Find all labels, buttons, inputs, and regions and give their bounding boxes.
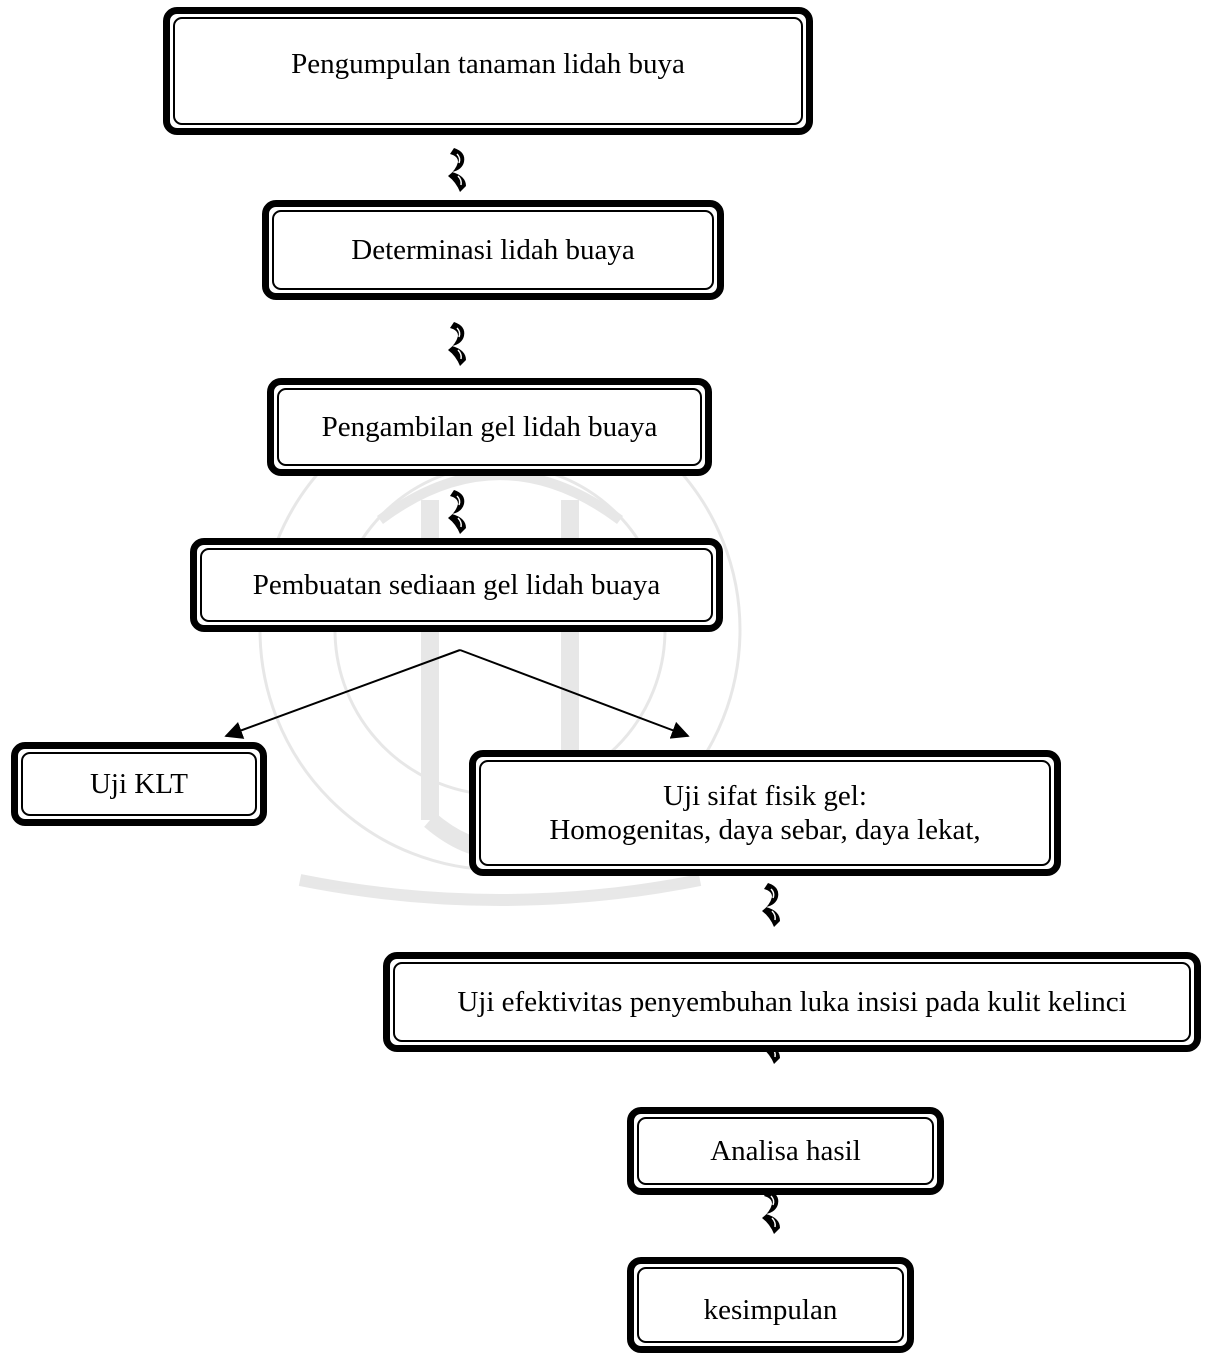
- curly-arrow-4-icon: [761, 882, 781, 928]
- step-determinasi-box: Determinasi lidah buaya: [262, 200, 724, 300]
- step-pengumpulan-label: Pengumpulan tanaman lidah buya: [291, 48, 685, 80]
- branch-arrow-right: [459, 649, 690, 739]
- step-pengambilan-box: Pengambilan gel lidah buaya: [267, 378, 712, 476]
- branch-arrow-left: [224, 649, 461, 739]
- step-uji-fisik-label-1: Uji sifat fisik gel:: [663, 780, 867, 812]
- curly-arrow-2-icon: [447, 321, 467, 367]
- step-kesimpulan-box: kesimpulan: [627, 1257, 914, 1353]
- step-pengambilan-label: Pengambilan gel lidah buaya: [321, 411, 658, 443]
- step-uji-efektivitas-box: Uji efektivitas penyembuhan luka insisi …: [383, 952, 1201, 1052]
- step-pengumpulan-box: Pengumpulan tanaman lidah buya: [163, 7, 813, 135]
- curly-arrow-3-icon: [447, 489, 467, 535]
- step-uji-klt-label: Uji KLT: [89, 768, 189, 800]
- step-uji-fisik-box: Uji sifat fisik gel: Homogenitas, daya s…: [469, 750, 1061, 876]
- step-analisa-box: Analisa hasil: [627, 1107, 944, 1195]
- step-pembuatan-label: Pembuatan sediaan gel lidah buaya: [252, 569, 661, 601]
- step-uji-efektivitas-label: Uji efektivitas penyembuhan luka insisi …: [457, 986, 1127, 1018]
- curly-arrow-6-icon: [761, 1189, 781, 1235]
- step-pembuatan-box: Pembuatan sediaan gel lidah buaya: [190, 538, 723, 632]
- curly-arrow-1-icon: [447, 147, 467, 193]
- step-kesimpulan-label: kesimpulan: [703, 1294, 838, 1326]
- step-determinasi-label: Determinasi lidah buaya: [351, 234, 635, 266]
- step-analisa-label: Analisa hasil: [710, 1135, 861, 1167]
- step-uji-klt-box: Uji KLT: [11, 742, 267, 826]
- step-uji-fisik-label-2: Homogenitas, daya sebar, daya lekat,: [549, 814, 981, 846]
